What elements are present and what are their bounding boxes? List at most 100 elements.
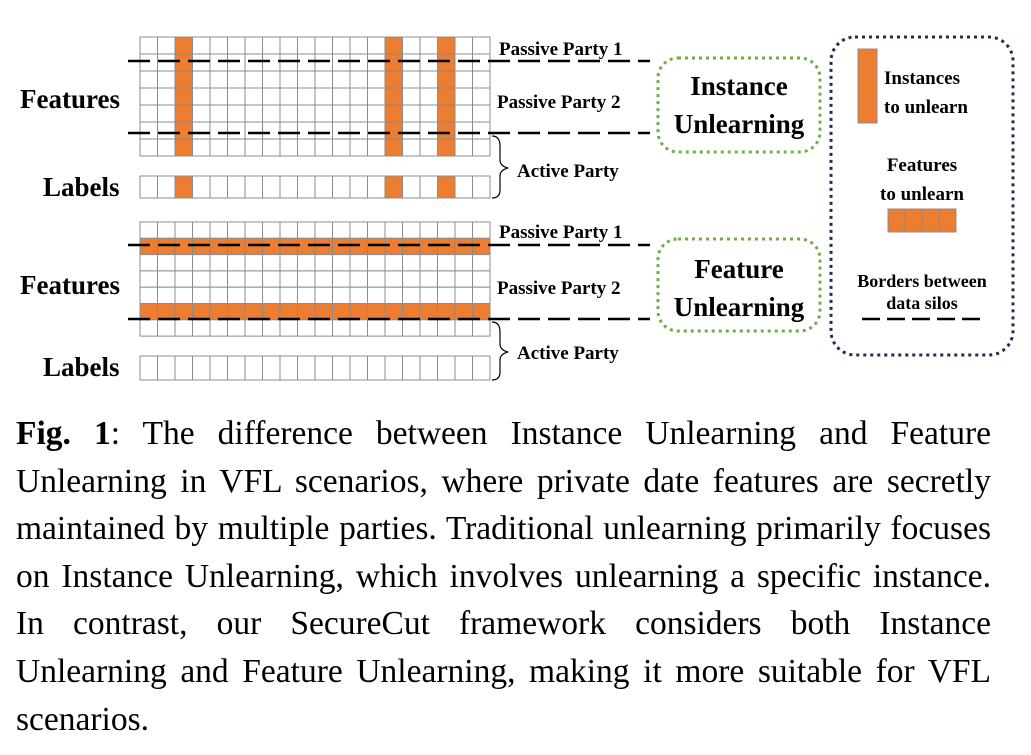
unlearn-cell	[367, 237, 386, 256]
grid-cell	[279, 270, 298, 288]
unlearn-cell	[314, 237, 333, 256]
grid-cell	[139, 355, 158, 381]
legend-features-line1: Features	[887, 155, 957, 176]
grid-cell	[349, 355, 368, 381]
grid-cell	[349, 270, 368, 288]
grid-cell	[419, 138, 438, 157]
grid-cell	[402, 175, 421, 199]
grid-cell	[139, 121, 158, 140]
grid-cell	[349, 319, 368, 337]
feature-unlearning-title-line2: Unlearning	[674, 292, 805, 322]
grid-cell	[174, 286, 193, 305]
unlearn-cell	[454, 303, 473, 321]
grid-cell	[384, 319, 403, 337]
legend-feature-cell	[887, 208, 906, 233]
grid-cell	[402, 138, 421, 157]
grid-cell	[262, 36, 281, 55]
grid-cell	[472, 286, 491, 305]
grid-cell	[244, 355, 263, 381]
grid-cell	[419, 53, 438, 72]
unlearn-cell	[419, 303, 438, 321]
grid-cell	[367, 138, 386, 157]
grid-cell	[349, 221, 368, 239]
grid-cell	[209, 104, 228, 123]
grid-cell	[209, 121, 228, 140]
grid-cell	[332, 254, 351, 272]
grid-cell	[454, 87, 473, 106]
grid-cell	[314, 53, 333, 72]
unlearn-cell	[454, 237, 473, 256]
grid-cell	[297, 175, 316, 199]
grid-cell	[157, 254, 176, 272]
unlearn-cell	[262, 303, 281, 321]
unlearn-cell	[419, 237, 438, 256]
grid-cell	[349, 36, 368, 55]
grid-cell	[244, 175, 263, 199]
grid-cell	[314, 104, 333, 123]
legend-features-line2: to unlearn	[880, 184, 964, 205]
grid-cell	[244, 121, 263, 140]
grid-cell	[262, 121, 281, 140]
grid-cell	[297, 121, 316, 140]
unlearn-cell	[139, 237, 158, 256]
grid-cell	[472, 138, 491, 157]
grid-cell	[454, 36, 473, 55]
grid-cell	[402, 121, 421, 140]
grid-cell	[367, 104, 386, 123]
grid-cell	[349, 254, 368, 272]
grid-cell	[314, 121, 333, 140]
grid-cell	[279, 355, 298, 381]
grid-cell	[139, 70, 158, 89]
grid-cell	[454, 121, 473, 140]
grid-cell	[472, 104, 491, 123]
grid-cell	[262, 53, 281, 72]
grid-cell	[472, 355, 491, 381]
grid-cell	[157, 355, 176, 381]
grid-cell	[314, 254, 333, 272]
grid-cell	[262, 175, 281, 199]
grid-cell	[192, 87, 211, 106]
grid-cell	[157, 87, 176, 106]
grid-cell	[244, 254, 263, 272]
grid-cell	[262, 138, 281, 157]
grid-cell	[454, 175, 473, 199]
unlearn-cell	[402, 237, 421, 256]
grid-cell	[472, 270, 491, 288]
instance-active-party: Active Party	[517, 161, 619, 182]
grid-cell	[192, 53, 211, 72]
grid-cell	[402, 254, 421, 272]
unlearn-cell	[384, 87, 403, 106]
grid-cell	[157, 221, 176, 239]
grid-cell	[402, 286, 421, 305]
grid-cell	[332, 87, 351, 106]
grid-cell	[402, 270, 421, 288]
unlearn-cell	[472, 237, 491, 256]
grid-cell	[262, 70, 281, 89]
grid-cell	[244, 319, 263, 337]
grid-cell	[367, 175, 386, 199]
unlearn-cell	[402, 303, 421, 321]
unlearn-cell	[472, 303, 491, 321]
unlearn-cell	[192, 303, 211, 321]
grid-cell	[297, 355, 316, 381]
grid-cell	[454, 355, 473, 381]
unlearn-cell	[437, 87, 456, 106]
grid-cell	[244, 53, 263, 72]
grid-cell	[209, 70, 228, 89]
grid-cell	[262, 355, 281, 381]
grid-cell	[139, 175, 158, 199]
grid-cell	[262, 254, 281, 272]
grid-cell	[157, 270, 176, 288]
grid-cell	[192, 270, 211, 288]
grid-cell	[454, 70, 473, 89]
grid-cell	[227, 254, 246, 272]
grid-cell	[419, 104, 438, 123]
grid-cell	[367, 355, 386, 381]
unlearn-cell	[174, 104, 193, 123]
grid-cell	[227, 70, 246, 89]
grid-cell	[227, 104, 246, 123]
grid-cell	[244, 87, 263, 106]
grid-cell	[262, 104, 281, 123]
grid-cell	[332, 270, 351, 288]
grid-cell	[332, 175, 351, 199]
